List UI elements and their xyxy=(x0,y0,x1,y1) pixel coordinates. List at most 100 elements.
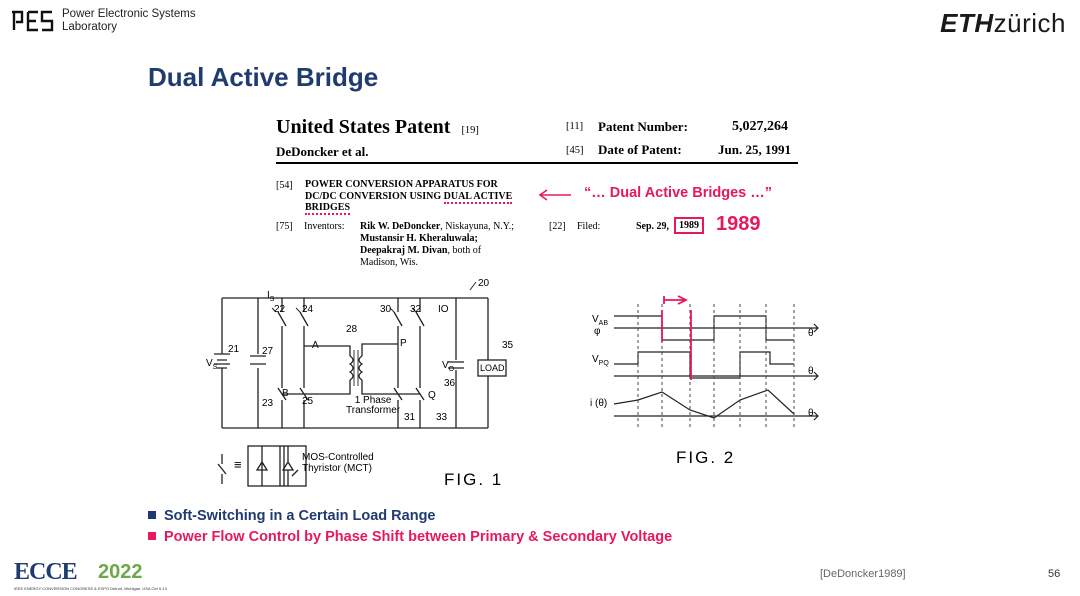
fig1-label-25: 25 xyxy=(302,396,314,407)
patent-number-label: Patent Number: xyxy=(598,119,688,134)
fig1-mct-label: MOS-Controlled Thyristor (MCT) xyxy=(302,452,374,474)
fig1-mct-line2: Thyristor (MCT) xyxy=(302,463,372,474)
fig1-label-is-main: I xyxy=(267,290,270,301)
filed-date-prefix: Sep. 29, xyxy=(636,221,670,232)
fig1-label-p: P xyxy=(400,338,407,349)
dab-quote: “… Dual Active Bridges …” xyxy=(584,185,773,201)
fig1-label-b: B xyxy=(282,388,289,399)
bullet-text: Soft-Switching in a Certain Load Range xyxy=(164,508,436,524)
fig2-theta-3: θ xyxy=(808,408,814,419)
patent-divider xyxy=(276,162,798,164)
fig1-label-load: LOAD xyxy=(480,363,505,373)
field75-label: Inventors: xyxy=(304,221,345,232)
bullet-marker xyxy=(148,532,156,541)
fig2-theta-2: θ xyxy=(808,366,814,377)
fig1-label-21: 21 xyxy=(228,344,240,355)
patent-date-label: Date of Patent: xyxy=(598,142,682,157)
fig1-label-30: 30 xyxy=(380,304,392,315)
fig1-label-36: 36 xyxy=(444,378,456,389)
field54-line2: DC/DC CONVERSION USING DUAL ACTIVE xyxy=(305,190,513,204)
fig1-label-vs: VS xyxy=(206,358,217,371)
inventor3-name: Deepakraj M. Divan xyxy=(360,245,448,256)
fig1-label-27: 27 xyxy=(262,346,274,357)
field22-label: Filed: xyxy=(577,221,601,232)
fig1-label-35: 35 xyxy=(502,340,514,351)
inventor-location: Madison, Wis. xyxy=(360,257,419,268)
fig1-label-io: IO xyxy=(438,304,449,315)
filed-year-boxed: 1989 xyxy=(674,217,704,234)
fig1-label-31: 31 xyxy=(404,412,416,423)
inventor1-rest: , Niskayuna, N.Y.; xyxy=(440,221,514,232)
year-callout: 1989 xyxy=(716,213,761,235)
fig2-caption: FIG. 2 xyxy=(676,448,736,467)
fig1-label-24: 24 xyxy=(302,304,314,315)
inventor2: Mustansir H. Kheraluwala; xyxy=(360,233,478,244)
fig2-theta-1: θ xyxy=(808,328,814,339)
ecce-logo-text: ECCE xyxy=(14,559,78,585)
field54-title: POWER CONVERSION APPARATUS FOR DC/DC CON… xyxy=(305,179,513,215)
fig1-label-23: 23 xyxy=(262,398,274,409)
field54-highlight-bridges: BRIDGES xyxy=(305,202,351,215)
ecce-tagline: IEEE ENERGY CONVERSION CONGRESS & EXPO D… xyxy=(14,586,167,591)
eth-logo: ETHzürich xyxy=(940,8,1066,39)
fig2-label-vpq-main: V xyxy=(592,354,599,365)
fig1-transformer-label: 1 Phase Transformer xyxy=(346,396,400,416)
patent-number-ref: [11] xyxy=(566,121,584,132)
institute-line2: Laboratory xyxy=(62,21,117,33)
fig2-label-vab-main: V xyxy=(592,314,599,325)
fig1-label-vo-main: V xyxy=(442,360,449,371)
bullet-item-power-flow: Power Flow Control by Phase Shift betwee… xyxy=(148,527,672,548)
bullet-item-soft-switching: Soft-Switching in a Certain Load Range xyxy=(148,506,672,527)
fig1-label-28: 28 xyxy=(346,324,358,335)
fig1-label-is: IS xyxy=(267,290,274,303)
fig2-waveform-diagram xyxy=(613,295,819,430)
bullet-list: Soft-Switching in a Certain Load Range P… xyxy=(148,506,672,548)
field54-line2a: DC/DC CONVERSION USING xyxy=(305,190,444,202)
fig2-label-i-theta: i (θ) xyxy=(590,398,608,409)
patent-authors: DeDoncker et al. xyxy=(276,144,369,159)
fig1-label-is-sub: S xyxy=(269,296,275,303)
fig1-label-vo-sub: O xyxy=(448,366,455,373)
fig1-label-22: 22 xyxy=(274,304,286,315)
pes-logo xyxy=(12,10,54,32)
fig1-label-vs-main: V xyxy=(206,358,213,369)
patent-date-ref: [45] xyxy=(566,145,584,156)
fig2-label-vpq: VPQ xyxy=(592,354,609,367)
fig2-label-vab: VAB xyxy=(592,314,608,327)
slide-title: Dual Active Bridge xyxy=(148,62,379,92)
institute-line1: Power Electronic Systems xyxy=(62,8,196,20)
inventor1-name: Rik W. DeDoncker xyxy=(360,221,441,232)
institute-name: Power Electronic Systems Laboratory xyxy=(62,8,196,34)
field54-line1: POWER CONVERSION APPARATUS FOR xyxy=(305,179,498,190)
pointer-arrow-icon xyxy=(538,189,571,201)
fig2-label-phi: φ xyxy=(594,326,601,337)
page-number: 56 xyxy=(1048,568,1061,580)
field54-ref: [54] xyxy=(276,180,293,191)
eth-logo-rest: zürich xyxy=(993,8,1066,38)
ecce-logo: ECCE 2022 IEEE ENERGY CONVERSION CONGRES… xyxy=(14,559,194,593)
fig1-circuit-diagram xyxy=(214,281,507,487)
fig2-label-vab-sub: AB xyxy=(598,320,609,327)
patent-title-text: United States Patent xyxy=(276,116,451,138)
patent-number-value: 5,027,264 xyxy=(732,119,788,134)
fig1-label-q: Q xyxy=(428,390,436,401)
bullet-marker xyxy=(148,511,156,520)
field75-ref: [75] xyxy=(276,221,293,232)
fig1-label-vo: VO xyxy=(442,360,454,373)
fig1-label-33: 33 xyxy=(436,412,448,423)
eth-logo-bold: ETH xyxy=(940,8,994,38)
fig1-label-vs-sub: S xyxy=(212,364,218,371)
bullet-text: Power Flow Control by Phase Shift betwee… xyxy=(164,529,673,545)
fig1-transformer-line1: 1 Phase xyxy=(354,395,392,406)
patent-date-value: Jun. 25, 1991 xyxy=(718,142,791,157)
fig1-caption: FIG. 1 xyxy=(444,470,504,489)
fig1-transformer-line2: Transformer xyxy=(346,405,401,416)
fig1-label-32: 32 xyxy=(410,304,422,315)
patent-title-ref: [19] xyxy=(461,125,479,136)
fig1-label-20: 20 xyxy=(478,278,490,289)
fig2-label-vpq-sub: PQ xyxy=(598,360,609,367)
fig1-equiv-symbol: ≡ xyxy=(234,457,242,472)
ecce-logo-year: 2022 xyxy=(98,561,143,583)
fig1-label-a: A xyxy=(312,340,319,351)
inventors-list: Rik W. DeDoncker, Niskayuna, N.Y.; Musta… xyxy=(360,221,514,269)
